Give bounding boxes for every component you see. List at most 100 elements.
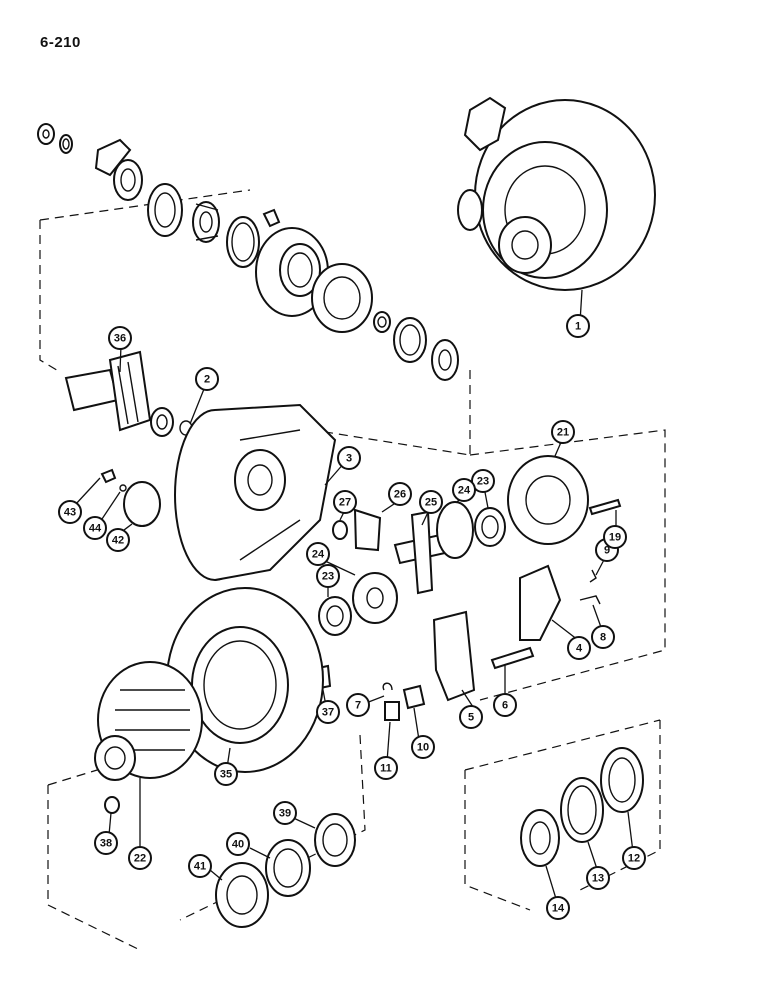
callout-circle	[551, 420, 575, 444]
callout-4: 4	[567, 636, 591, 660]
callout-label: 19	[609, 532, 621, 544]
bearing-cap-left	[432, 610, 476, 702]
callout-24: 24	[452, 478, 476, 502]
callout-circle	[108, 326, 132, 350]
callout-label: 14	[552, 903, 565, 915]
callout-circle	[316, 564, 340, 588]
callout-circle	[106, 528, 130, 552]
callout-label: 35	[220, 769, 232, 781]
callout-label: 23	[322, 571, 334, 583]
plug-washer	[119, 484, 127, 492]
callout-38: 38	[94, 831, 118, 855]
callout-circle	[566, 314, 590, 338]
callout-circle	[346, 693, 370, 717]
adjuster-bolt	[490, 646, 535, 670]
callout-circle	[128, 846, 152, 870]
cover-plate	[123, 481, 161, 527]
callout-label: 36	[114, 333, 126, 345]
callout-39: 39	[273, 801, 297, 825]
callout-label: 26	[394, 489, 406, 501]
callout-label: 1	[575, 321, 581, 333]
side-bearing-cup	[265, 839, 311, 897]
bearing-adjuster	[215, 862, 269, 928]
side-gear-upper	[436, 501, 474, 559]
callout-circle	[591, 625, 615, 649]
callout-37: 37	[316, 700, 340, 724]
callout-label: 25	[425, 497, 437, 509]
callout-label: 41	[194, 861, 206, 873]
callout-label: 23	[477, 476, 489, 488]
thrust-washer-upper	[474, 507, 506, 547]
lock-tab	[579, 595, 601, 605]
shim-gasket	[311, 263, 373, 333]
callout-label: 39	[279, 808, 291, 820]
callout-6: 6	[493, 693, 517, 717]
callout-label: 4	[576, 643, 583, 655]
callout-label: 21	[557, 427, 569, 439]
callout-circle	[374, 756, 398, 780]
bearing-cap	[519, 564, 562, 641]
callout-label: 11	[380, 763, 392, 775]
case-bolt	[588, 498, 622, 516]
callout-label: 6	[502, 700, 508, 712]
callout-label: 5	[468, 712, 474, 724]
spacer-ring	[373, 311, 391, 333]
callout-42: 42	[106, 528, 130, 552]
pinion-mate-gear	[353, 508, 382, 552]
outer-pinion-bearing	[192, 201, 220, 243]
callout-circle	[603, 525, 627, 549]
retainer-bolt	[262, 208, 281, 228]
callout-circle	[586, 866, 610, 890]
inner-bearing-cup	[393, 317, 427, 363]
callout-2: 2	[195, 367, 219, 391]
page-number: 6-210	[40, 34, 81, 51]
callout-7: 7	[346, 693, 370, 717]
callout-41: 41	[188, 854, 212, 878]
callout-label: 22	[134, 853, 146, 865]
ring-gear	[166, 587, 324, 773]
cotter-pin	[589, 569, 597, 583]
callout-label: 27	[339, 497, 351, 509]
callout-circle	[273, 801, 297, 825]
callout-3: 3	[337, 446, 361, 470]
callout-label: 44	[89, 523, 102, 535]
callout-label: 2	[204, 374, 210, 386]
tapered-bearing-right	[520, 809, 560, 867]
callout-label: 37	[322, 707, 334, 719]
callout-circle	[411, 735, 435, 759]
callout-23: 23	[471, 469, 495, 493]
callout-circle	[337, 446, 361, 470]
callout-13: 13	[586, 866, 610, 890]
differential-case	[94, 661, 203, 781]
outer-bearing-cup	[226, 216, 260, 268]
callout-circle	[316, 700, 340, 724]
bearing-cup-right	[560, 777, 604, 843]
side-gear-lower	[352, 572, 398, 624]
differential-assembly	[457, 96, 656, 291]
callout-circle	[459, 705, 483, 729]
pinion-yoke	[94, 138, 143, 201]
callout-circle	[226, 832, 250, 856]
callout-27: 27	[333, 490, 357, 514]
callout-circle	[567, 636, 591, 660]
thrust-washer-small	[332, 520, 348, 540]
callout-12: 12	[622, 846, 646, 870]
callout-circle	[214, 762, 238, 786]
callout-circle	[58, 500, 82, 524]
callout-label: 24	[458, 485, 471, 497]
callout-24: 24	[306, 542, 330, 566]
callout-circle	[471, 469, 495, 493]
callout-8: 8	[591, 625, 615, 649]
callout-label: 9	[604, 545, 610, 557]
callout-40: 40	[226, 832, 250, 856]
lock-plate	[402, 684, 426, 710]
callout-group: 1234567891011121314192122232324242526273…	[58, 314, 646, 920]
callout-label: 3	[346, 453, 352, 465]
callout-circle	[83, 516, 107, 540]
adjuster-ring	[600, 747, 644, 813]
callout-label: 40	[232, 839, 244, 851]
callout-43: 43	[58, 500, 82, 524]
callout-1: 1	[566, 314, 590, 338]
callout-circle	[419, 490, 443, 514]
